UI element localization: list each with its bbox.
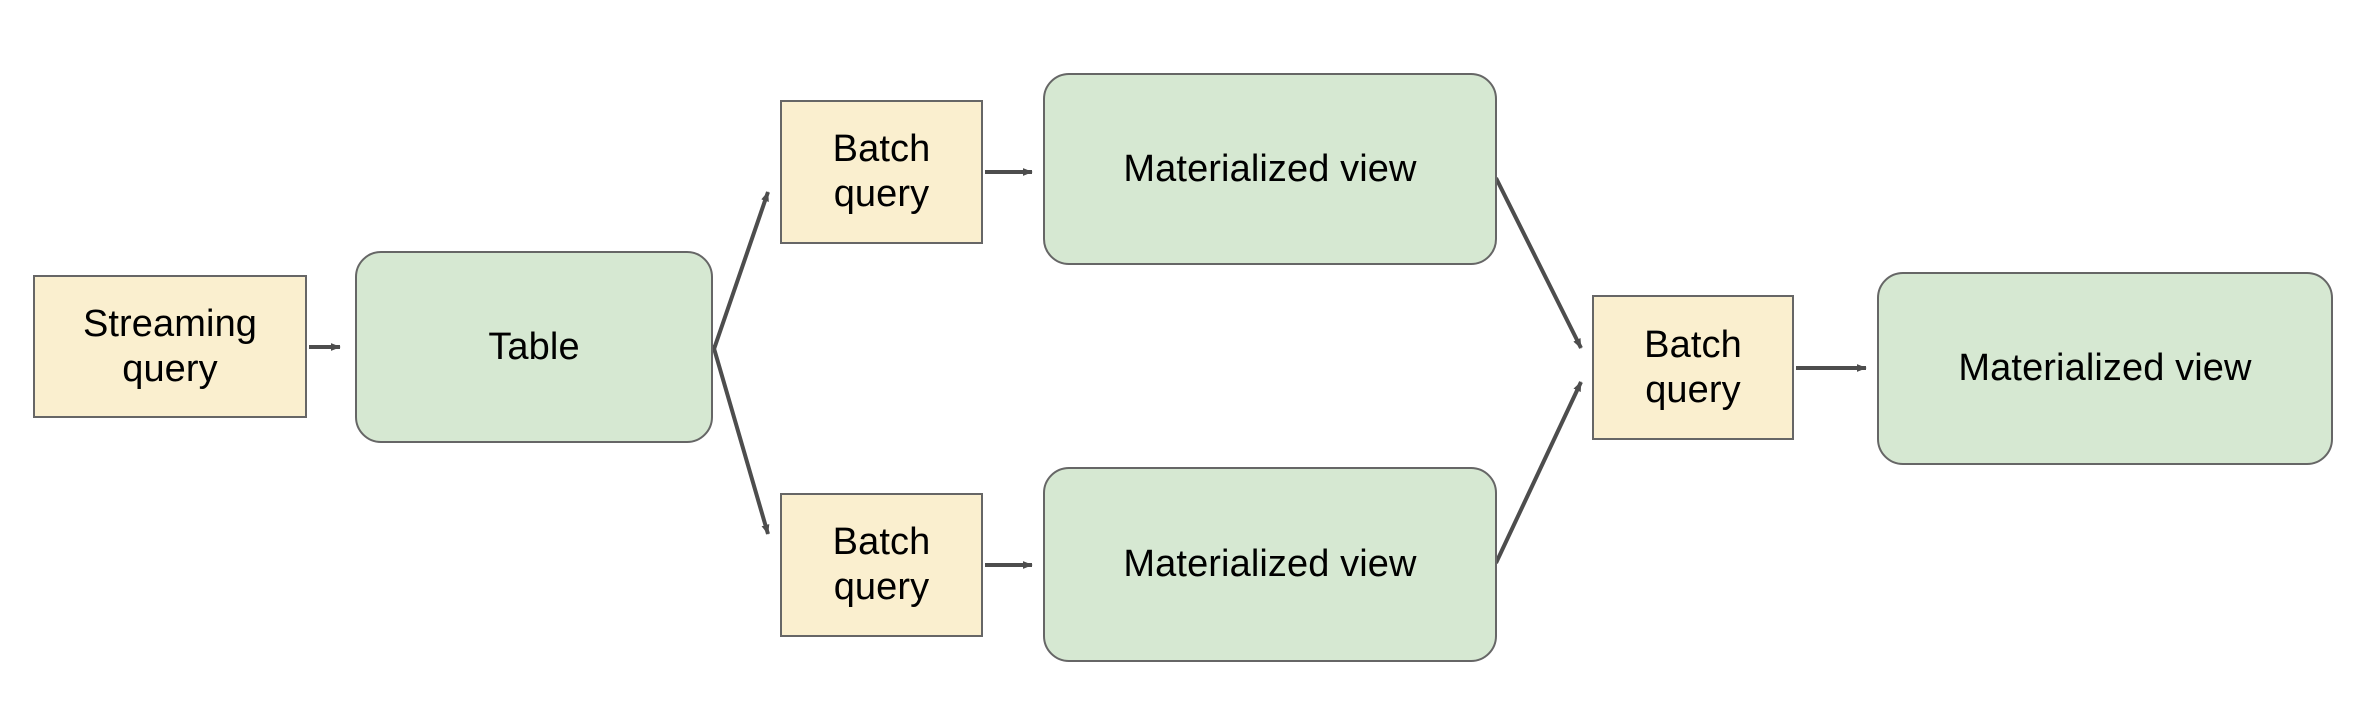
- node-label: Materialized view: [1123, 147, 1417, 190]
- node-label: Batch query: [832, 521, 931, 608]
- node-label: Table: [488, 325, 580, 368]
- edge-table-to-batch-query-top: [711, 191, 770, 353]
- node-table[interactable]: Table: [355, 251, 713, 443]
- node-batch-query-bottom[interactable]: Batch query: [780, 493, 983, 637]
- node-materialized-view-right[interactable]: Materialized view: [1877, 272, 2333, 465]
- node-label: Batch query: [1644, 323, 1742, 411]
- node-materialized-view-top[interactable]: Materialized view: [1043, 73, 1497, 265]
- node-label: Streaming query: [82, 302, 258, 390]
- edge-materialized-view-bottom-to-batch-query-join: [1494, 381, 1583, 564]
- node-batch-query-join[interactable]: Batch query: [1592, 295, 1794, 440]
- node-materialized-view-bottom[interactable]: Materialized view: [1043, 467, 1497, 662]
- node-label: Materialized view: [1958, 347, 2252, 390]
- node-label: Materialized view: [1123, 543, 1417, 586]
- edge-materialized-view-top-to-batch-query-join: [1494, 177, 1583, 349]
- node-streaming-query[interactable]: Streaming query: [33, 275, 307, 418]
- node-batch-query-top[interactable]: Batch query: [780, 100, 983, 244]
- node-label: Batch query: [832, 128, 931, 215]
- edge-table-to-batch-query-bottom: [711, 344, 770, 535]
